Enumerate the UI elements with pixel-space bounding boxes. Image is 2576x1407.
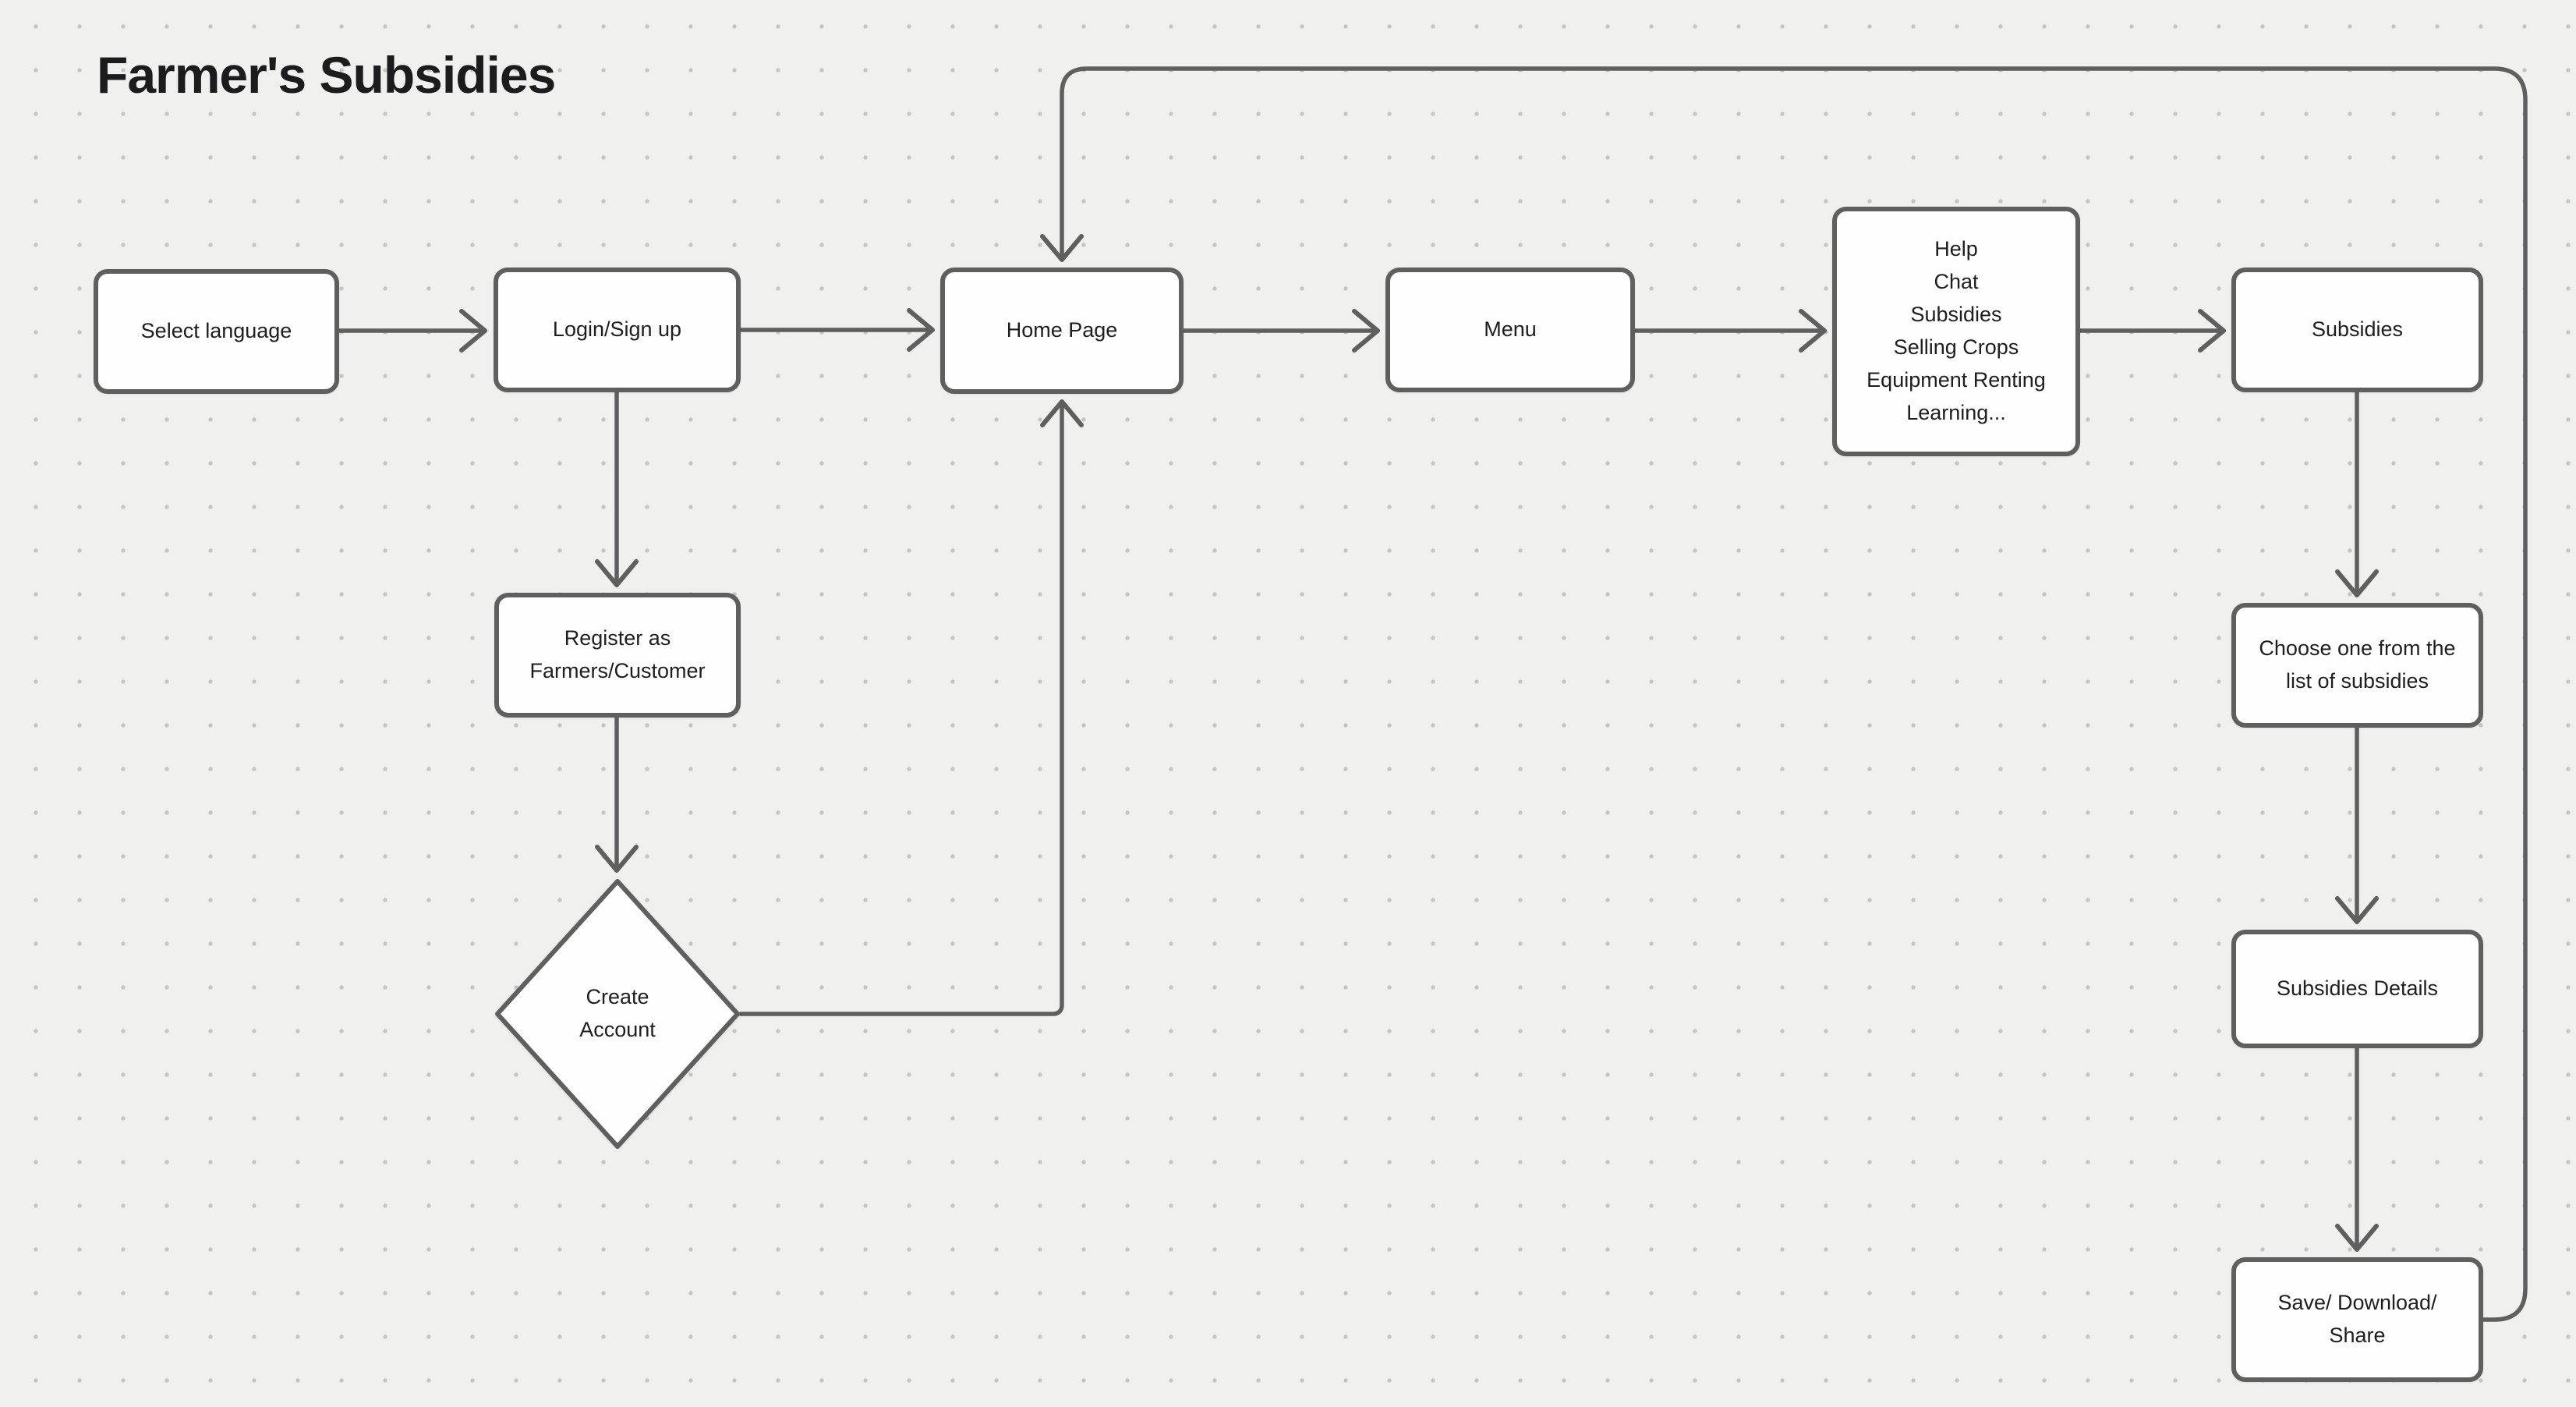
node-label: Choose one from the list of subsidies bbox=[2259, 636, 2456, 693]
diamond-shape bbox=[495, 879, 740, 1149]
node-create-account-decision[interactable]: Create Account bbox=[494, 878, 741, 1150]
node-help-menu-list[interactable]: Help Chat Subsidies Selling Crops Equipm… bbox=[1832, 207, 2080, 456]
connector-create-account-to-home bbox=[738, 399, 1084, 1016]
node-register-as-farmers-customer[interactable]: Register as Farmers/Customer bbox=[494, 593, 741, 718]
node-label: Select language bbox=[140, 319, 292, 343]
node-choose-subsidy[interactable]: Choose one from the list of subsidies bbox=[2231, 603, 2483, 728]
node-label: Create Account bbox=[579, 985, 656, 1041]
node-label: Login/Sign up bbox=[552, 317, 682, 342]
node-save-download-share[interactable]: Save/ Download/ Share bbox=[2231, 1257, 2483, 1382]
node-label: Register as Farmers/Customer bbox=[529, 626, 706, 682]
node-subsidies[interactable]: Subsidies bbox=[2231, 268, 2483, 392]
node-label: Subsidies bbox=[2311, 317, 2404, 342]
node-menu[interactable]: Menu bbox=[1385, 268, 1635, 392]
connector-save-loop-to-home bbox=[1040, 66, 2528, 1322]
node-label: Home Page bbox=[1006, 318, 1118, 342]
node-label: Help Chat Subsidies Selling Crops Equipm… bbox=[1867, 237, 2046, 424]
node-label: Subsidies Details bbox=[2276, 976, 2439, 1001]
diagram-title: Farmer's Subsidies bbox=[97, 46, 556, 104]
node-select-language[interactable]: Select language bbox=[94, 269, 339, 394]
node-home-page[interactable]: Home Page bbox=[940, 268, 1184, 394]
node-label: Menu bbox=[1484, 317, 1537, 342]
node-label: Save/ Download/ Share bbox=[2277, 1291, 2437, 1347]
node-subsidies-details[interactable]: Subsidies Details bbox=[2231, 930, 2483, 1048]
node-login-signup[interactable]: Login/Sign up bbox=[494, 268, 741, 392]
